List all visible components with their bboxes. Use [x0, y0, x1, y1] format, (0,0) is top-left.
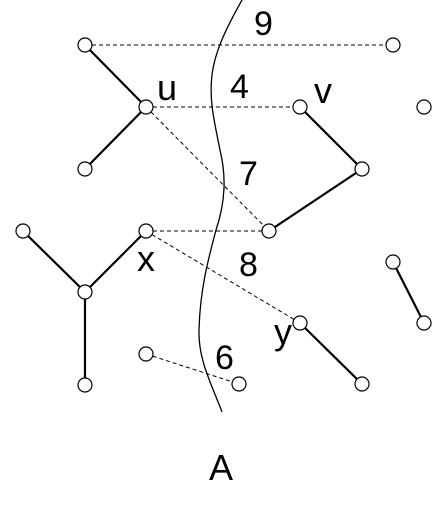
- node-x: [138, 223, 154, 239]
- solid-edge: [22, 230, 86, 293]
- solid-edge: [299, 106, 363, 170]
- solid-edge: [84, 230, 147, 293]
- dashed-edge-xy: [145, 230, 301, 324]
- solid-edge: [299, 322, 363, 385]
- node-y: [292, 315, 308, 331]
- graph-node: [231, 376, 247, 392]
- dashed-edge-7: [145, 106, 270, 232]
- label-v: v: [314, 70, 332, 111]
- weight-4: 4: [230, 68, 249, 106]
- solid-edge: [268, 168, 363, 232]
- label-x: x: [137, 238, 155, 279]
- graph-node: [77, 377, 93, 393]
- graph-node: [77, 161, 93, 177]
- cut-curve: [198, 0, 243, 413]
- label-y: y: [274, 311, 292, 352]
- solid-edge: [392, 261, 425, 324]
- graph-node: [15, 223, 31, 239]
- weight-8: 8: [239, 246, 258, 284]
- graph-node: [354, 161, 370, 177]
- solid-edge: [84, 106, 147, 170]
- weight-6: 6: [215, 339, 234, 377]
- graph-node: [354, 376, 370, 392]
- node-u: [138, 99, 154, 115]
- weight-7: 7: [239, 155, 258, 193]
- graph-node: [261, 223, 277, 239]
- graph-node: [416, 99, 432, 115]
- dashed-edge-6: [145, 353, 240, 385]
- graph-node: [138, 346, 154, 362]
- solid-edge: [84, 44, 147, 108]
- graph-node: [385, 37, 401, 53]
- label-u: u: [157, 67, 177, 108]
- graph-node: [416, 315, 432, 331]
- graph-node: [77, 284, 93, 300]
- graph-node: [385, 254, 401, 270]
- node-v: [292, 99, 308, 115]
- graph-node: [77, 37, 93, 53]
- cut-label: A: [209, 447, 233, 488]
- weight-9: 9: [254, 5, 273, 43]
